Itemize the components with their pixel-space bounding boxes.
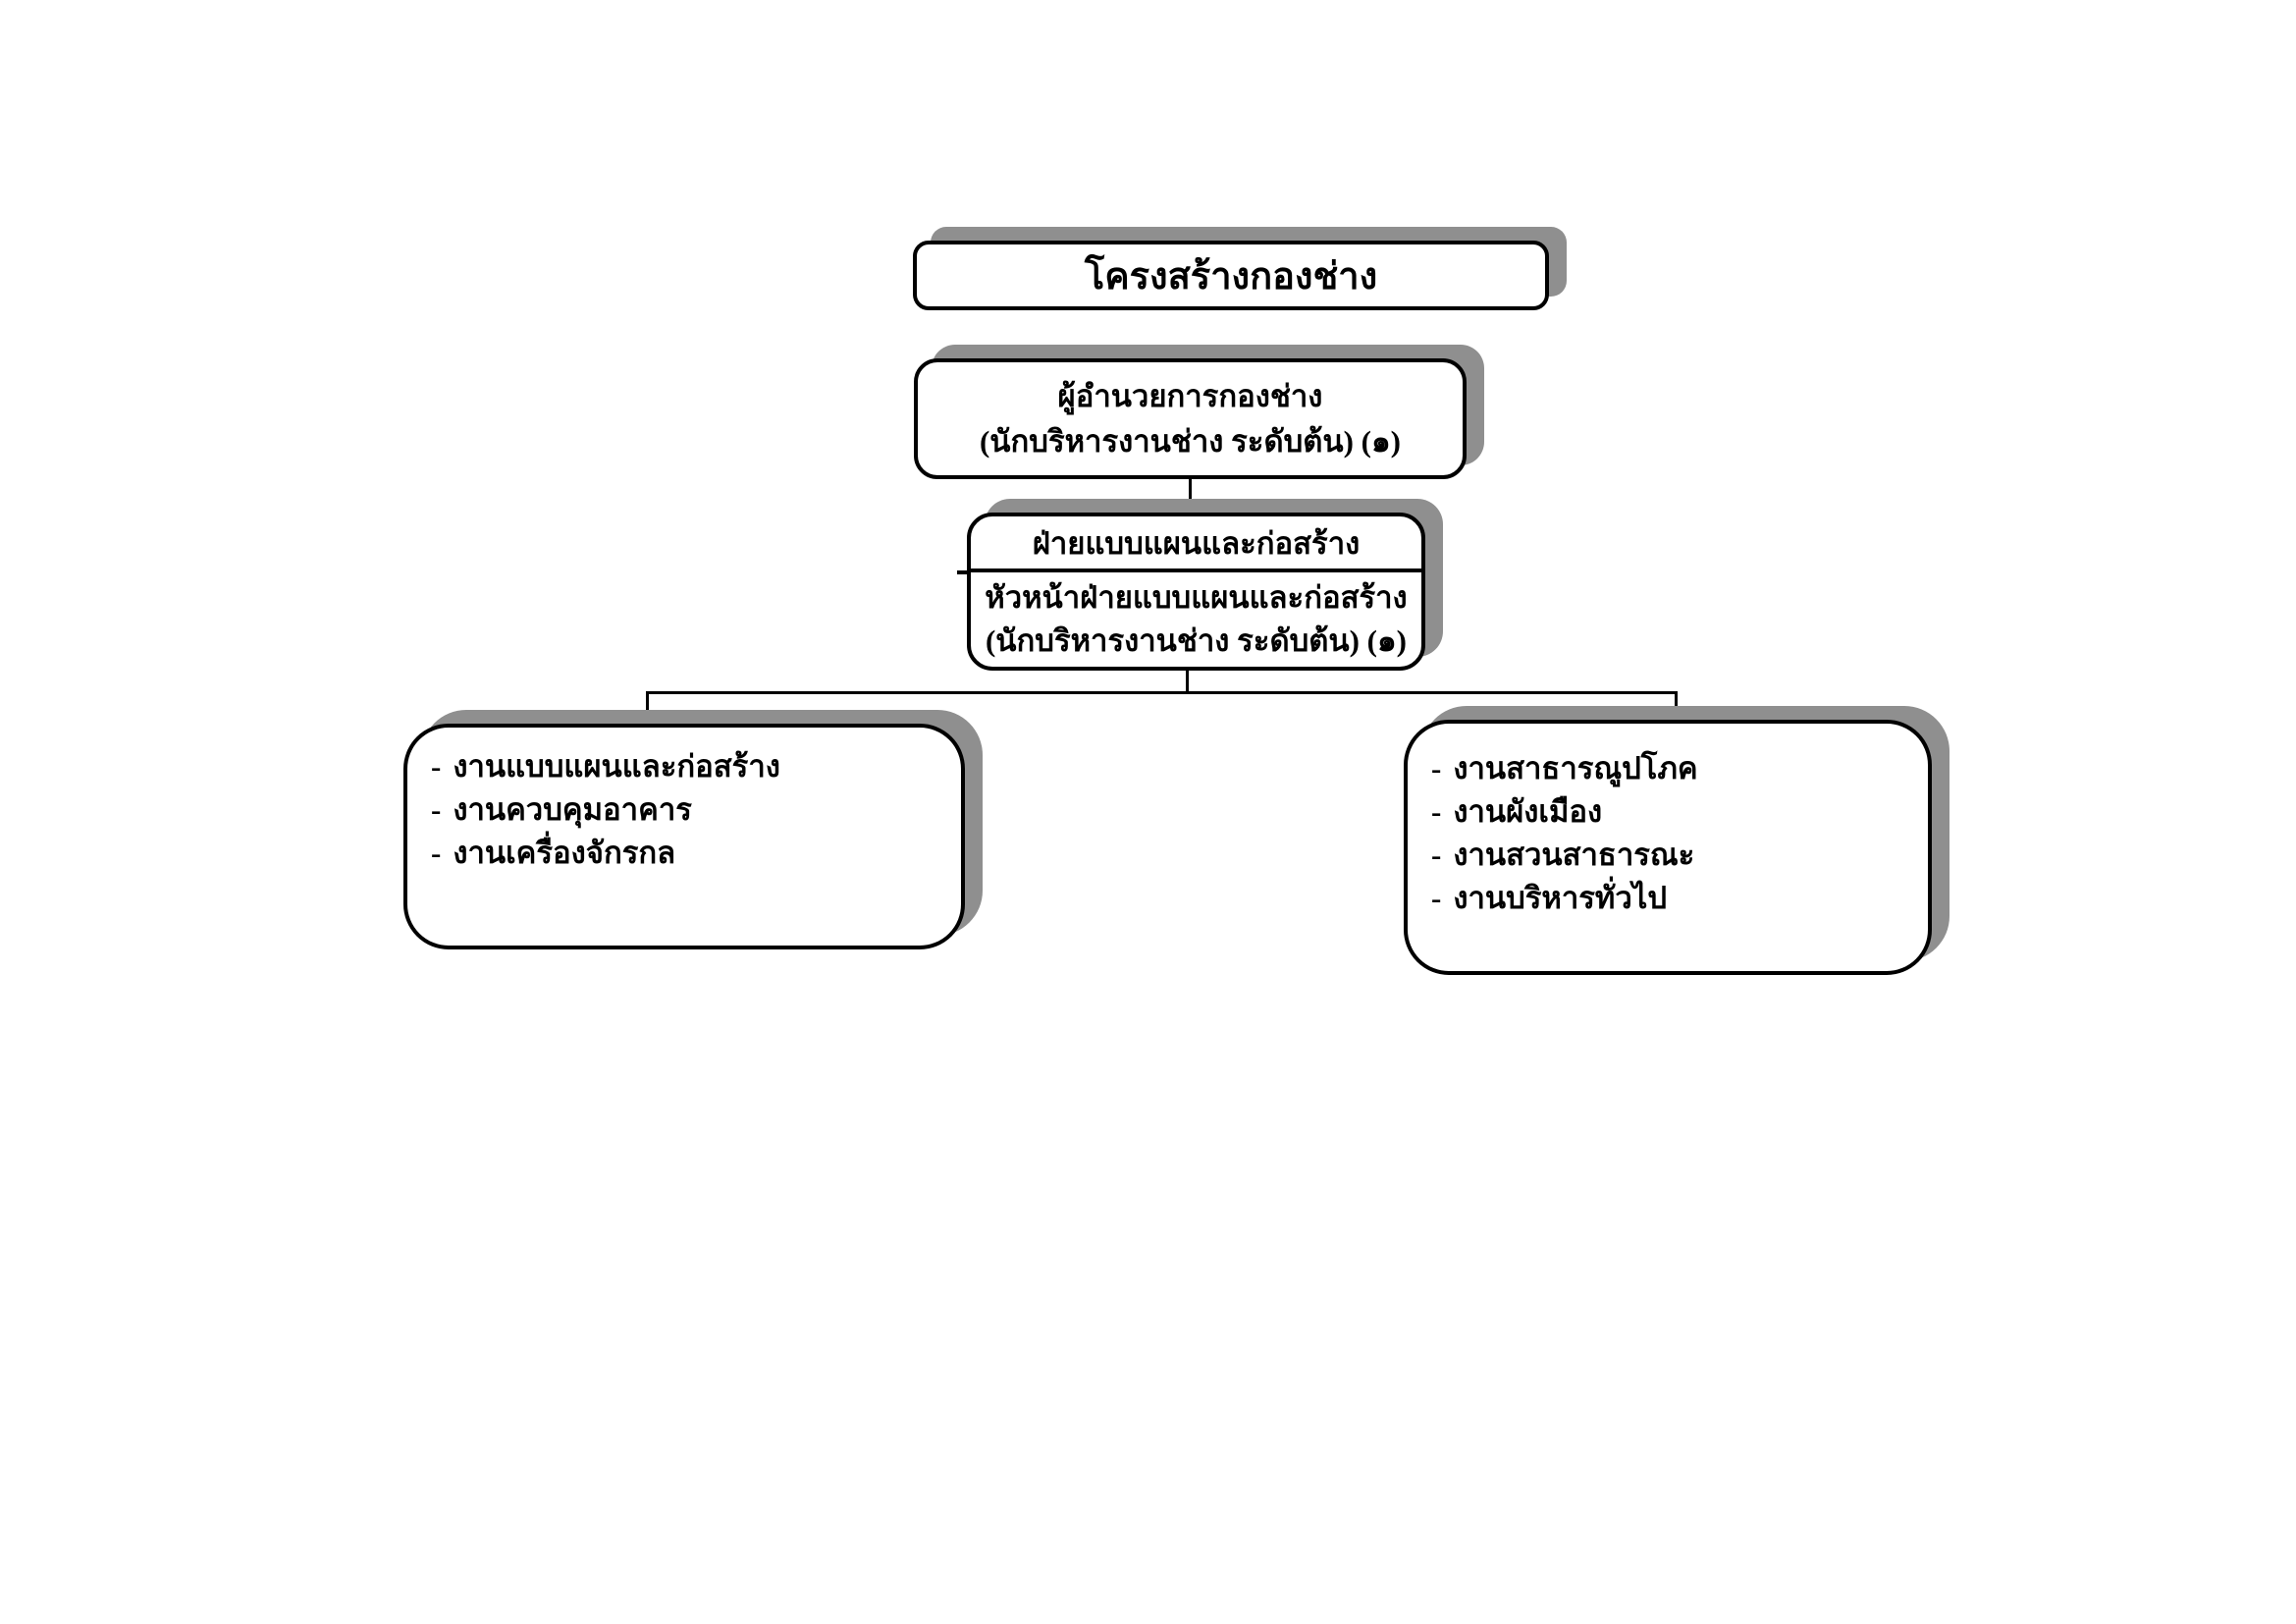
division-header-section: ฝ่ายแบบแผนและก่อสร้าง (971, 516, 1421, 572)
division-chief: หัวหน้าฝ่ายแบบแผนและก่อสร้าง (985, 580, 1408, 615)
bullet-dash: - (431, 836, 442, 870)
bullet-dash: - (431, 792, 442, 827)
division-box: ฝ่ายแบบแผนและก่อสร้าง หัวหน้าฝ่ายแบบแผนแ… (967, 513, 1425, 671)
left-unit-box: - งานแบบแผนและก่อสร้าง - งานควบคุมอาคาร … (403, 724, 965, 949)
list-item: - งานสาธารณูปโภค (1431, 747, 1698, 790)
bullet-dash: - (1431, 838, 1442, 872)
right-unit-box: - งานสาธารณูปโภค - งานผังเมือง - งานสวนส… (1404, 720, 1932, 975)
division-divider-tick (957, 570, 973, 574)
director-subtitle: (นักบริหารงานช่าง ระดับต้น) (๑) (979, 423, 1401, 459)
connector-right-stub (1675, 691, 1678, 725)
connector-horizontal (646, 691, 1678, 694)
list-item: - งานสวนสาธารณะ (1431, 834, 1694, 877)
list-item-label: งานเครื่องจักรกล (453, 836, 676, 870)
bullet-dash: - (1431, 751, 1442, 785)
list-item: - งานเครื่องจักรกล (431, 832, 675, 875)
bullet-dash: - (431, 749, 442, 784)
list-item: - งานแบบแผนและก่อสร้าง (431, 745, 780, 788)
list-item-label: งานบริหารทั่วไป (1453, 881, 1667, 915)
director-title: ผู้อำนวยการกองช่าง (1057, 378, 1323, 413)
list-item: - งานผังเมือง (1431, 790, 1602, 834)
list-item-label: งานควบคุมอาคาร (453, 792, 692, 827)
list-item: - งานควบคุมอาคาร (431, 788, 692, 832)
bullet-dash: - (1431, 794, 1442, 829)
list-item-label: งานสวนสาธารณะ (1453, 838, 1695, 872)
division-body-section: หัวหน้าฝ่ายแบบแผนและก่อสร้าง (นักบริหารง… (971, 572, 1421, 667)
list-item-label: งานผังเมือง (1453, 794, 1603, 829)
director-box: ผู้อำนวยการกองช่าง (นักบริหารงานช่าง ระด… (914, 358, 1467, 479)
connector-left-stub (646, 691, 649, 729)
list-item: - งานบริหารทั่วไป (1431, 877, 1667, 920)
connector-division-down (1186, 669, 1189, 694)
division-position: (นักบริหารงานช่าง ระดับต้น) (๑) (985, 623, 1407, 658)
list-item-label: งานสาธารณูปโภค (1453, 751, 1698, 785)
division-name: ฝ่ายแบบแผนและก่อสร้าง (1032, 525, 1361, 561)
bullet-dash: - (1431, 881, 1442, 915)
list-item-label: งานแบบแผนและก่อสร้าง (453, 749, 780, 784)
connector-director-to-division (1189, 477, 1192, 516)
chart-title-box: โครงสร้างกองช่าง (913, 241, 1549, 310)
chart-title: โครงสร้างกองช่าง (1084, 256, 1378, 298)
